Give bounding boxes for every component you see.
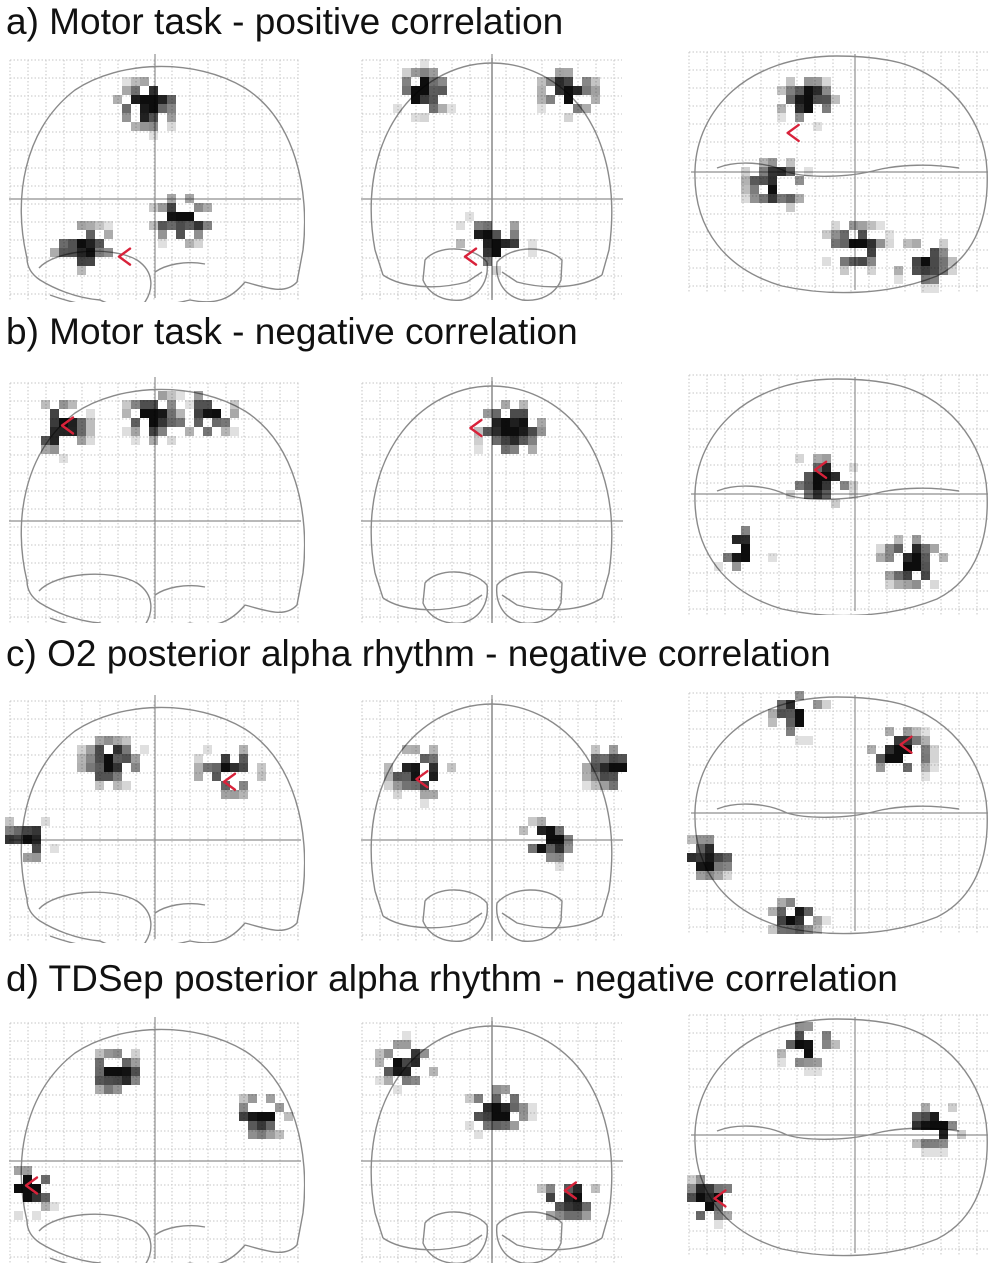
axial-view	[687, 50, 992, 294]
sagittal-view	[5, 1013, 305, 1263]
activation-cluster	[894, 239, 957, 293]
peak-marker	[713, 1189, 727, 1208]
coronal-view	[357, 1013, 627, 1263]
coronal-view	[357, 373, 627, 623]
peak-marker	[24, 1176, 39, 1195]
brain-outline	[370, 1021, 613, 1263]
activation-cluster	[122, 391, 194, 445]
activation-cluster	[537, 68, 600, 122]
activation-cluster	[95, 1049, 140, 1094]
activation-cluster	[741, 158, 813, 212]
activation-cluster	[375, 1031, 438, 1094]
row-title: b) Motor task - negative correlation	[6, 311, 578, 352]
activation-cluster	[519, 817, 573, 871]
crosshair	[691, 1017, 988, 1253]
activation-cluster	[537, 1184, 600, 1220]
activation-cluster	[687, 1175, 732, 1229]
coronal-view	[357, 50, 627, 302]
activation-cluster	[912, 1103, 966, 1157]
activation-cluster	[14, 1166, 59, 1220]
peak-marker	[786, 123, 800, 143]
activation-cluster	[582, 745, 627, 790]
activation-cluster	[687, 835, 732, 880]
sagittal-view	[5, 50, 305, 302]
axial-view	[687, 373, 992, 615]
activation-cluster	[777, 77, 840, 131]
row-title: a) Motor task - positive correlation	[6, 1, 564, 42]
brain-outline	[20, 706, 305, 943]
crosshair	[691, 695, 988, 931]
peak-marker	[463, 247, 478, 266]
peak-marker	[415, 770, 429, 789]
crosshair	[691, 377, 988, 611]
sagittal-view	[5, 691, 305, 943]
activation-cluster	[822, 221, 894, 275]
brain-outline	[20, 65, 305, 302]
activation-cluster	[77, 736, 149, 790]
peak-marker	[60, 416, 75, 435]
activation-cluster	[149, 194, 212, 248]
brain-outline	[694, 378, 988, 615]
activation-cluster	[384, 745, 456, 808]
crosshair	[9, 695, 301, 939]
activation-cluster	[465, 1085, 537, 1139]
peak-marker	[813, 460, 828, 479]
grid	[688, 374, 990, 615]
activation-cluster	[239, 1094, 293, 1139]
activation-cluster	[456, 212, 537, 275]
brain-outline	[370, 699, 613, 943]
activation-cluster	[768, 691, 831, 745]
activation-cluster	[393, 59, 456, 122]
crosshair	[9, 1017, 301, 1259]
activation-cluster	[176, 391, 239, 436]
peak-marker	[899, 735, 913, 754]
sagittal-view	[5, 373, 305, 623]
activation-cluster	[786, 454, 858, 508]
brain-outline	[694, 55, 988, 294]
peak-marker	[469, 418, 483, 438]
activation-cluster	[876, 535, 948, 589]
activation-cluster	[777, 1022, 840, 1076]
row-title: d) TDSep posterior alpha rhythm - negati…	[6, 958, 898, 999]
activation-cluster	[474, 400, 546, 454]
activation-cluster	[194, 745, 266, 799]
peak-marker	[563, 1181, 578, 1200]
brain-outline	[694, 696, 988, 935]
row-title: c) O2 posterior alpha rhythm - negative …	[6, 633, 831, 674]
peak-marker	[222, 772, 237, 791]
axial-view	[687, 1013, 992, 1257]
activation-cluster	[867, 727, 939, 781]
activation-cluster	[5, 817, 59, 862]
activation-cluster	[50, 221, 113, 275]
axial-view	[687, 691, 992, 935]
brain-outline	[20, 1028, 305, 1263]
activation-cluster	[768, 898, 831, 934]
activation-cluster	[714, 526, 777, 571]
crosshair	[691, 54, 988, 290]
peak-marker	[117, 247, 132, 266]
brain-outline	[20, 388, 305, 623]
coronal-view	[357, 691, 627, 943]
activation-cluster	[41, 400, 95, 463]
activation-cluster	[113, 77, 176, 140]
